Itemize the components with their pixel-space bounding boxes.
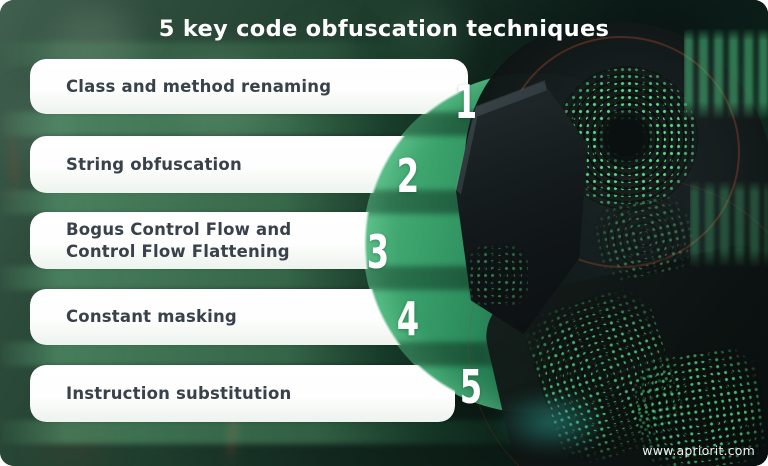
technique-item-2: String obfuscation	[30, 136, 420, 193]
equalizer-bars	[684, 28, 768, 120]
step-number-1: 1	[454, 75, 478, 129]
website-url: www.apriorit.com	[642, 443, 755, 458]
teal-glow	[494, 390, 610, 454]
step-number-3: 3	[366, 225, 390, 279]
technique-item-1: Class and method renaming	[30, 59, 468, 114]
page-title: 5 key code obfuscation techniques	[158, 16, 610, 42]
led-dot-panel	[468, 244, 528, 308]
technique-label: Class and method renaming	[66, 76, 332, 96]
technique-item-3: Bogus Control Flow and Control Flow Flat…	[30, 212, 400, 269]
technique-label: String obfuscation	[66, 154, 242, 174]
step-number-2: 2	[396, 149, 420, 203]
technique-label: Bogus Control Flow and Control Flow Flat…	[66, 220, 292, 261]
equalizer-bars	[690, 180, 768, 268]
step-number-4: 4	[396, 292, 420, 346]
technique-item-5: Instruction substitution	[30, 365, 455, 422]
step-number-5: 5	[459, 360, 483, 414]
technique-item-4: Constant masking	[30, 289, 420, 345]
technique-label: Instruction substitution	[66, 383, 292, 403]
technique-label: Constant masking	[66, 307, 237, 327]
